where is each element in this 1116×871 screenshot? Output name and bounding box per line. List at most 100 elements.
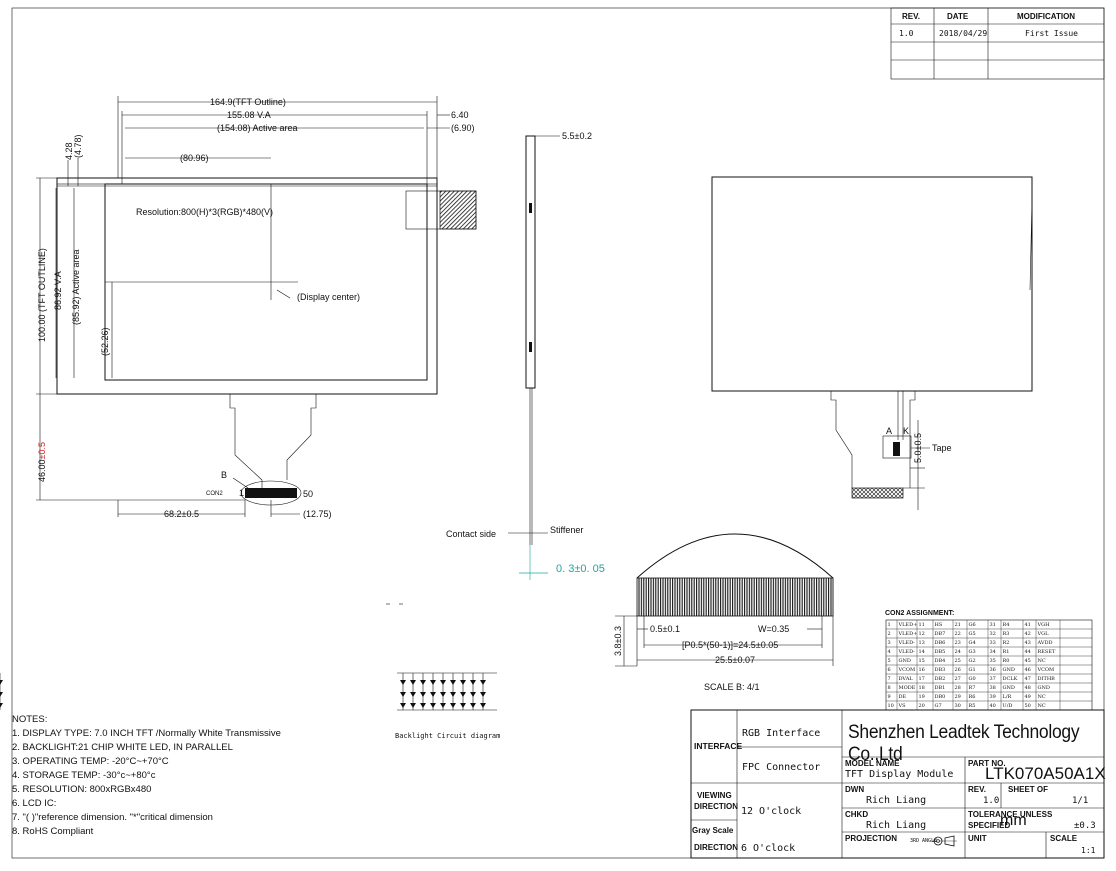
con2-cell: 50 — [1024, 703, 1031, 709]
con2-cell: 4 — [887, 649, 891, 655]
con2-cell: R0 — [1002, 658, 1010, 664]
con2-cell: DVAL — [898, 676, 913, 682]
back-dim-texts: A K 5.0±0.5 Tape — [886, 426, 952, 463]
dim-va-w: 155.08 V.A — [227, 110, 271, 120]
note-item: 1. DISPLAY TYPE: 7.0 INCH TFT /Normally … — [12, 728, 281, 739]
con2-assignment-title: CON2 ASSIGNMENT: — [885, 610, 955, 617]
dim-total: 25.5±0.07 — [715, 655, 755, 665]
con2-cell: 18 — [918, 685, 925, 691]
con2-cell: 35 — [989, 658, 996, 664]
con2-cell: 40 — [989, 703, 996, 709]
con2-cell: 15 — [918, 658, 925, 664]
detail-b-pins — [636, 577, 834, 617]
con2-cell: HS — [934, 622, 943, 628]
con2-cell: DB7 — [934, 631, 946, 637]
dwn-label: DWN — [845, 785, 865, 794]
con2-cell: AVDD — [1037, 640, 1053, 646]
viewing-label-1: VIEWING — [697, 791, 732, 800]
con2-cell: 5 — [887, 658, 891, 664]
con2-cell: VLED+ — [898, 631, 918, 637]
stiffener-label: Stiffener — [550, 525, 583, 535]
con2-cell: 22 — [954, 631, 961, 637]
con2-cell: VGL — [1037, 631, 1049, 637]
viewing-direction-value: 12 O'clock — [741, 806, 802, 817]
dim-640: 6.40 — [451, 110, 469, 120]
rgb-interface-label: RGB Interface — [742, 728, 821, 739]
sheet-label: SHEET OF — [1008, 785, 1049, 794]
con2-cell: 27 — [954, 676, 961, 682]
con2-cell: G6 — [968, 622, 976, 628]
con2-cell: R2 — [1002, 640, 1010, 646]
con2-cell: 30 — [954, 703, 961, 709]
note-item: 6. LCD IC: — [12, 798, 57, 809]
side-view — [508, 135, 560, 580]
rev-value: 1.0 — [899, 29, 914, 38]
con2-cell: 38 — [989, 685, 996, 691]
con2-cell: 9 — [887, 694, 891, 700]
dim-active-h: (85.92) Active area — [71, 249, 81, 325]
scale-value: 1:1 — [1081, 846, 1096, 855]
rev-block-value: 1.0 — [983, 796, 1000, 806]
dim-50: 5.0±0.5 — [913, 433, 923, 463]
con2-cell: R7 — [968, 685, 976, 691]
con2-cell: 44 — [1024, 649, 1031, 655]
con2-cell: 8 — [887, 685, 891, 691]
gray-label-2: DIRECTION — [694, 843, 738, 852]
con2-cell: 14 — [918, 649, 925, 655]
con2-cell: VGH — [1037, 622, 1050, 628]
part-no-value: LTK070A50A1X — [985, 764, 1106, 783]
note-item: 4. STORAGE TEMP: -30°c~+80°c — [12, 770, 156, 781]
title-block — [690, 709, 1105, 859]
dim-fpc-thickness: 0. 3±0. 05 — [556, 563, 605, 575]
back-fpc-pad — [851, 487, 904, 499]
unit-label: UNIT — [968, 834, 987, 843]
con2-cell: R6 — [968, 694, 976, 700]
con2-cell: GND — [1037, 685, 1050, 691]
date-header: DATE — [947, 12, 969, 21]
note-item: 8. RoHS Compliant — [12, 826, 94, 837]
dim-478: (4.78) — [73, 134, 83, 158]
con2-cell: DB0 — [934, 694, 946, 700]
side-dim-texts: 5.5±0.2 Contact side Stiffener 0. 3±0. 0… — [446, 131, 605, 575]
chkd-value: Rich Liang — [866, 820, 927, 831]
dim-428: 4.28 — [64, 142, 74, 160]
dim-va-h: 86.92 V.A — [53, 271, 63, 310]
display-center-label: (Display center) — [297, 292, 360, 302]
dim-4600: 46.00±0.5 — [37, 442, 47, 482]
con2-cell: DCLK — [1002, 676, 1018, 682]
dim-tft-outline-h: 100.00 (TFT OUTLINE) — [37, 248, 47, 342]
con2-cell: DITHB — [1037, 676, 1055, 682]
con2-cell: VCOM — [898, 667, 916, 673]
con2-cell: 12 — [918, 631, 925, 637]
interface-label: INTERFACE — [694, 741, 743, 751]
pin-b-label: B — [221, 470, 227, 480]
projection-value: 3RD ANGLE — [910, 838, 938, 844]
con2-cell: 6 — [887, 667, 891, 673]
tolerance-label-2: SPECIFIED — [968, 821, 1011, 830]
con2-cell: 36 — [989, 667, 996, 673]
con2-cell: 24 — [954, 649, 961, 655]
back-view — [711, 176, 1033, 510]
con2-cell: NC — [1037, 658, 1046, 664]
con2-cell: VLED+ — [898, 622, 918, 628]
con2-cell: 43 — [1024, 640, 1031, 646]
dim-tft-outline-w: 164.9(TFT Outline) — [210, 97, 286, 107]
rev-label: REV. — [968, 785, 986, 794]
con2-cell: G5 — [968, 631, 976, 637]
dim-thickness: 5.5±0.2 — [562, 131, 592, 141]
anode-label: A — [886, 426, 892, 436]
con2-cell: 1 — [887, 622, 891, 628]
dim-682: 68.2±0.5 — [164, 509, 199, 519]
con2-cell: G1 — [968, 667, 976, 673]
date-value: 2018/04/29 — [939, 29, 988, 38]
modification-header: MODIFICATION — [1017, 12, 1076, 21]
con2-cell: DB6 — [934, 640, 946, 646]
con2-cell: GND — [1002, 685, 1015, 691]
con2-cell: G7 — [934, 703, 942, 709]
chkd-label: CHKD — [845, 810, 869, 819]
dim-active-w: (154.08) Active area — [217, 123, 298, 133]
dim-05: 0.5±0.1 — [650, 624, 680, 634]
dim-w: W=0.35 — [758, 624, 789, 634]
resolution-label: Resolution:800(H)*3(RGB)*480(V) — [136, 207, 273, 217]
con2-cell: 17 — [918, 676, 925, 682]
